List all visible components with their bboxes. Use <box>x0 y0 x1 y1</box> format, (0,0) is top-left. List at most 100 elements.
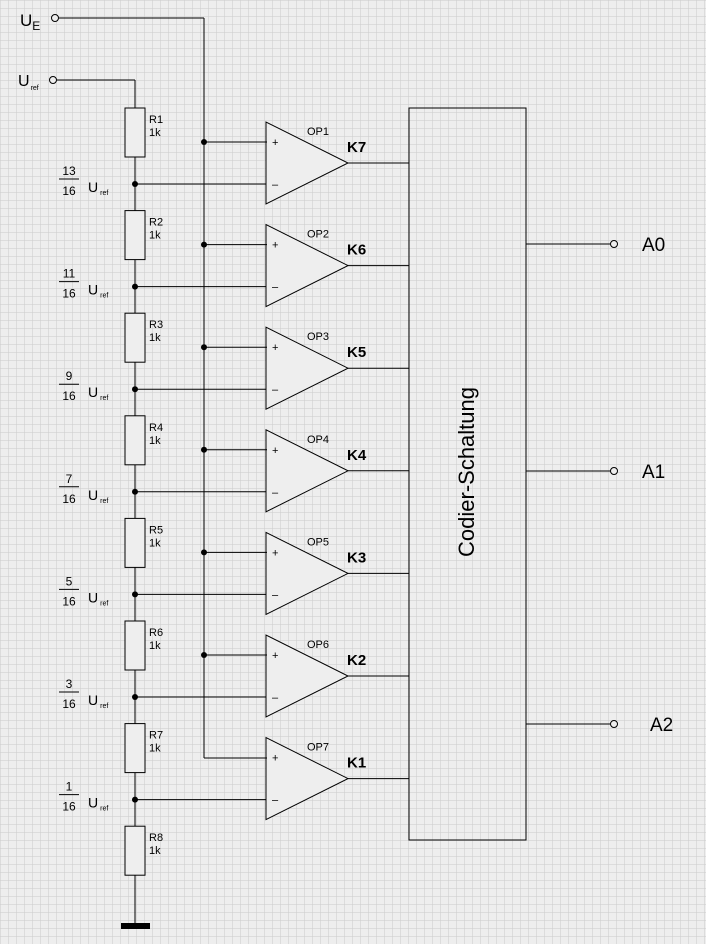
tap-voltage-sub: ref <box>100 498 108 505</box>
tap-voltage-main: U <box>88 384 98 400</box>
tap-voltage-main: U <box>88 692 98 708</box>
tap-voltage-sub: ref <box>100 703 108 710</box>
resistor-name: R1 <box>149 114 163 126</box>
plus-input-symbol: + <box>272 137 278 149</box>
plus-input-symbol: + <box>272 650 278 662</box>
resistor-r8 <box>124 825 146 876</box>
comparator-op3 <box>265 326 350 411</box>
tap-junction-dot <box>132 796 138 803</box>
output-terminal-a2 <box>610 720 618 728</box>
ground-symbol <box>121 923 150 929</box>
resistor-r3 <box>124 312 146 363</box>
resistor-value: 1k <box>149 332 161 344</box>
comparator-name: OP1 <box>307 126 329 138</box>
output-label-a2: A2 <box>650 715 673 736</box>
plus-input-symbol: + <box>272 240 278 252</box>
comparator-name: OP5 <box>307 536 329 548</box>
minus-input-symbol: – <box>272 384 279 396</box>
tap-voltage-sub: ref <box>100 190 108 197</box>
ue-junction-dot <box>201 344 207 351</box>
tap-junction-dot <box>132 386 138 393</box>
minus-input-symbol: – <box>272 282 279 294</box>
tap-voltage-main: U <box>88 487 98 503</box>
resistor-r1 <box>124 107 146 158</box>
ue-junction-dot <box>201 241 207 248</box>
comparator-name: OP2 <box>307 229 329 241</box>
minus-input-symbol: – <box>272 795 279 807</box>
plus-input-symbol: + <box>272 547 278 559</box>
tap-fraction-numerator: 1 <box>66 780 73 794</box>
ue-label: UE <box>20 11 40 33</box>
comparator-output-label: K3 <box>347 549 366 566</box>
comparator-op1 <box>265 121 350 205</box>
tap-fraction-numerator: 7 <box>66 472 73 486</box>
resistor-r5 <box>124 517 146 568</box>
tap-junction-dot <box>132 488 138 495</box>
resistor-name: R5 <box>149 524 163 536</box>
ue-label-sub: E <box>32 19 40 33</box>
tap-voltage-sub: ref <box>100 600 108 607</box>
tap-voltage-main: U <box>88 179 98 195</box>
resistor-name: R3 <box>149 319 163 331</box>
minus-input-symbol: – <box>272 589 279 601</box>
encoder-label: Codier-Schaltung <box>454 387 479 557</box>
plus-input-symbol: + <box>272 445 278 457</box>
tap-fraction-numerator: 13 <box>62 164 76 178</box>
ue-junction-dot <box>201 139 207 145</box>
tap-voltage-main: U <box>88 795 98 811</box>
resistor-value: 1k <box>149 230 161 242</box>
resistor-r4 <box>124 415 146 466</box>
uref-label-main: U <box>18 73 30 90</box>
resistor-value: 1k <box>149 845 161 857</box>
encoder-block <box>408 107 527 841</box>
comparator-output-label: K2 <box>347 652 366 669</box>
minus-input-symbol: – <box>272 487 279 499</box>
comparator-output-label: K4 <box>347 447 367 464</box>
ue-label-main: U <box>20 11 32 30</box>
comparator-output-label: K6 <box>347 242 366 259</box>
resistor-r6 <box>124 620 146 671</box>
resistor-r7 <box>124 723 146 774</box>
resistor-value: 1k <box>149 537 161 549</box>
output-label-a0: A0 <box>642 235 665 256</box>
resistor-value: 1k <box>149 435 161 447</box>
tap-fraction-denominator: 16 <box>62 800 76 814</box>
tap-junction-dot <box>132 283 138 290</box>
output-terminal-a1 <box>610 467 618 475</box>
resistor-name: R6 <box>149 627 163 639</box>
ue-terminal <box>51 14 59 22</box>
tap-fraction-denominator: 16 <box>62 594 76 608</box>
uref-label: Uref <box>18 73 39 92</box>
tap-fraction-numerator: 5 <box>66 574 73 588</box>
tap-junction-dot <box>132 181 138 187</box>
resistor-value: 1k <box>149 127 161 139</box>
resistor-name: R8 <box>149 832 163 844</box>
tap-fraction-denominator: 16 <box>62 389 76 403</box>
tap-voltage-main: U <box>88 282 98 298</box>
tap-voltage-sub: ref <box>100 293 108 300</box>
ue-junction-dot <box>201 652 207 658</box>
uref-label-sub: ref <box>31 85 39 92</box>
minus-input-symbol: – <box>272 692 279 704</box>
comparator-name: OP3 <box>307 331 329 343</box>
comparator-name: OP6 <box>307 639 329 651</box>
resistor-value: 1k <box>149 743 161 755</box>
resistor-name: R2 <box>149 217 163 229</box>
tap-fraction-denominator: 16 <box>62 287 76 301</box>
plus-input-symbol: + <box>272 342 278 354</box>
tap-fraction-numerator: 11 <box>63 267 76 281</box>
comparator-name: OP4 <box>307 434 329 446</box>
comparator-output-label: K5 <box>347 344 366 361</box>
comparator-op5 <box>265 531 350 616</box>
comparator-name: OP7 <box>307 742 329 754</box>
resistor-r2 <box>124 210 146 261</box>
comparator-op2 <box>265 223 350 308</box>
